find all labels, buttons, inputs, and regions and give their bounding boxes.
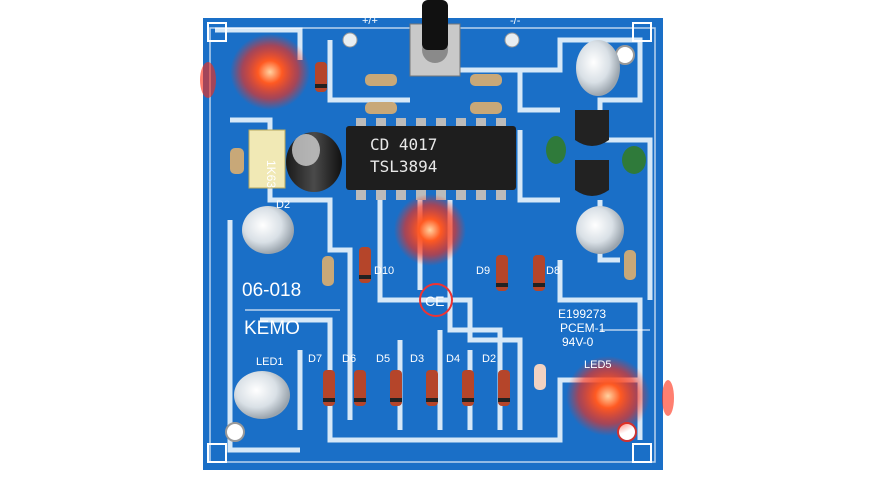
chip-line-1: CD 4017 (370, 135, 437, 154)
d3-label: D3 (410, 353, 424, 365)
flammability-label: 94V-0 (562, 335, 594, 349)
resistor-label: 1K63 (264, 160, 278, 188)
laminate-label: PCEM-1 (560, 321, 606, 335)
led5-label: LED5 (584, 359, 612, 371)
ce-text: CE (425, 293, 444, 309)
unlit-leds (234, 40, 624, 419)
plus-label: +/+ (362, 15, 378, 27)
resistors (230, 74, 636, 390)
push-button (409, 0, 461, 77)
lit-leds (200, 34, 674, 436)
cert-code: E199273 (558, 307, 606, 321)
diodes (315, 62, 545, 406)
d8-label: D8 (546, 265, 560, 277)
minus-label: -/- (510, 15, 521, 27)
ic-chip: CD 4017 TSL3894 (346, 118, 516, 200)
d4-label: D4 (446, 353, 460, 365)
chip-line-2: TSL3894 (370, 157, 437, 176)
brand-name: KEMO (244, 318, 300, 339)
corner-marks (207, 22, 652, 463)
d2-top-label: D2 (276, 199, 290, 211)
d5-label: D5 (376, 353, 390, 365)
d9-label: D9 (476, 265, 490, 277)
d6-label: D6 (342, 353, 356, 365)
ce-mark: CE (419, 283, 453, 317)
yellow-component: 1K63 (248, 129, 286, 189)
electrolytic-capacitor (286, 132, 342, 192)
led1-label: LED1 (256, 356, 284, 368)
model-number: 06-018 (242, 280, 301, 301)
d10-label: D10 (374, 265, 394, 277)
transistors (546, 110, 646, 196)
d2-label: D2 (482, 353, 496, 365)
d7-label: D7 (308, 353, 322, 365)
